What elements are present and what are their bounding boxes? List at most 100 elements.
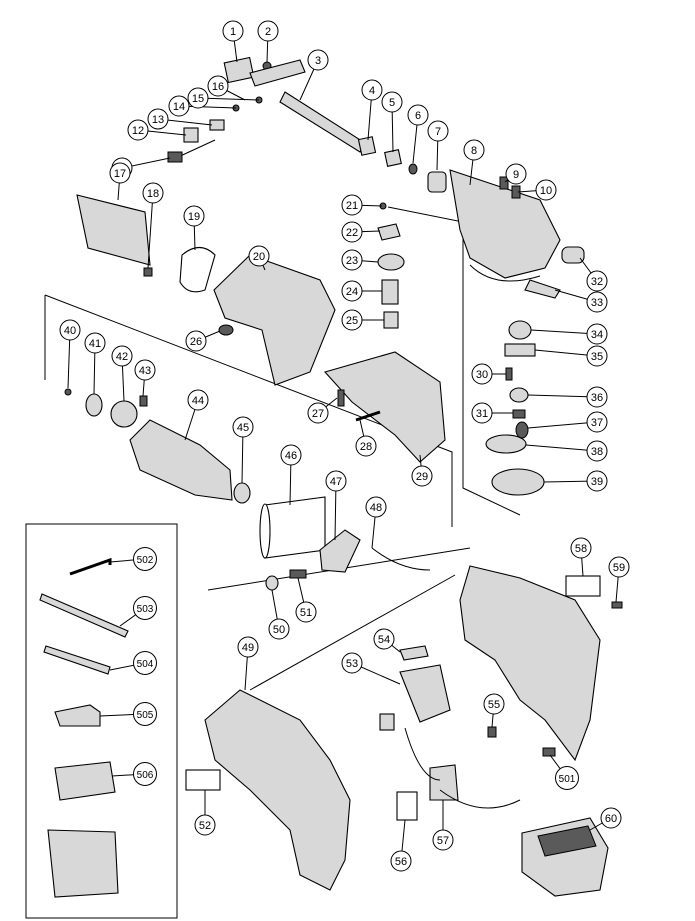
callout-number: 29 (416, 471, 428, 483)
part-27-screw (337, 389, 345, 407)
callout-21: 21 (341, 194, 363, 216)
part-54-screw (487, 726, 497, 738)
part-35-plate (504, 343, 536, 357)
callout-39: 39 (586, 470, 608, 492)
callout-42: 42 (111, 345, 133, 367)
callout-506: 506 (133, 762, 157, 786)
callout-number: 45 (237, 422, 249, 434)
part-45-yoke (264, 496, 326, 559)
callout-circle (325, 470, 347, 492)
callout-circle (586, 270, 608, 292)
callout-circle (390, 850, 412, 872)
callout-number: 10 (540, 185, 552, 197)
callout-circle (471, 363, 493, 385)
callout-number: 58 (575, 543, 587, 555)
callout-10: 10 (535, 179, 557, 201)
callout-circle (222, 20, 244, 42)
callout-circle (586, 440, 608, 462)
part-43-armature (129, 419, 233, 501)
callout-circle (341, 221, 363, 243)
part-12-clamp (183, 127, 199, 143)
callout-36: 36 (586, 386, 608, 408)
callout-51: 51 (295, 601, 317, 623)
battery (521, 817, 609, 897)
callout-number: 27 (312, 408, 324, 420)
part-4-washer (357, 136, 377, 156)
callout-number: 3 (315, 55, 321, 67)
callout-circle (133, 547, 157, 571)
callout-circle (427, 120, 449, 142)
callout-circle (586, 411, 608, 433)
callout-number: 16 (212, 81, 224, 93)
callout-number: 42 (116, 351, 128, 363)
part-51-label (185, 769, 221, 791)
callout-46: 46 (280, 444, 302, 466)
callout-53: 53 (341, 652, 363, 674)
part-46-brush-holder (319, 529, 361, 573)
part-44-bearing (233, 482, 251, 504)
callout-number: 53 (346, 658, 358, 670)
callout-41: 41 (84, 332, 106, 354)
callout-43: 43 (134, 359, 156, 381)
part-3-plate (249, 59, 306, 87)
callout-circle (142, 182, 164, 204)
callout-60: 60 (600, 807, 622, 829)
callout-number: 40 (64, 325, 76, 337)
callout-number: 502 (137, 555, 154, 566)
callout-number: 41 (89, 338, 101, 350)
callout-18: 18 (142, 182, 164, 204)
callout-circle (133, 651, 157, 675)
callout-number: 54 (378, 634, 390, 646)
leader-line-36 (527, 394, 598, 398)
callout-26: 26 (185, 330, 207, 352)
callout-circle (134, 359, 156, 381)
part-59-battery (521, 817, 609, 897)
part-19-seal (179, 246, 216, 293)
callout-circle (586, 323, 608, 345)
assembly-guide-lines (44, 206, 521, 691)
leader-line-38 (525, 444, 598, 452)
callout-38: 38 (586, 440, 608, 462)
callout-circle (600, 807, 622, 829)
callout-circle (133, 762, 157, 786)
callout-15: 15 (187, 87, 209, 109)
callout-number: 44 (192, 395, 204, 407)
callout-circle (232, 416, 254, 438)
callout-5: 5 (381, 91, 403, 113)
callout-52: 52 (194, 814, 216, 836)
callout-number: 49 (242, 642, 254, 654)
callout-55: 55 (483, 693, 505, 715)
callout-28: 28 (355, 435, 377, 457)
part-504-hook (54, 704, 101, 727)
callout-number: 504 (137, 659, 154, 670)
callout-8: 8 (463, 139, 485, 161)
callout-34: 34 (586, 323, 608, 345)
callout-17: 17 (109, 162, 131, 184)
callout-circle (237, 636, 259, 658)
callout-12: 12 (127, 119, 149, 141)
part-7-sleeve (427, 171, 447, 193)
callout-circle (257, 20, 279, 42)
callout-49: 49 (237, 636, 259, 658)
callout-37: 37 (586, 411, 608, 433)
callout-circle (586, 386, 608, 408)
callout-number: 9 (513, 169, 519, 181)
part-31-bolt (512, 409, 526, 419)
part-23-bearing (377, 253, 405, 271)
motor-assembly (64, 388, 431, 591)
callout-circle (194, 814, 216, 836)
callout-number: 55 (488, 699, 500, 711)
callout-number: 506 (137, 770, 154, 781)
callout-number: 36 (591, 392, 603, 404)
callout-circle (570, 537, 592, 559)
callout-circle (341, 309, 363, 331)
callout-number: 31 (476, 408, 488, 420)
callout-29: 29 (411, 465, 433, 487)
callout-22: 22 (341, 221, 363, 243)
callout-circle (341, 280, 363, 302)
callout-circle (586, 470, 608, 492)
gear-train (377, 202, 545, 496)
callout-circle (268, 618, 290, 640)
callout-20: 20 (248, 245, 270, 267)
